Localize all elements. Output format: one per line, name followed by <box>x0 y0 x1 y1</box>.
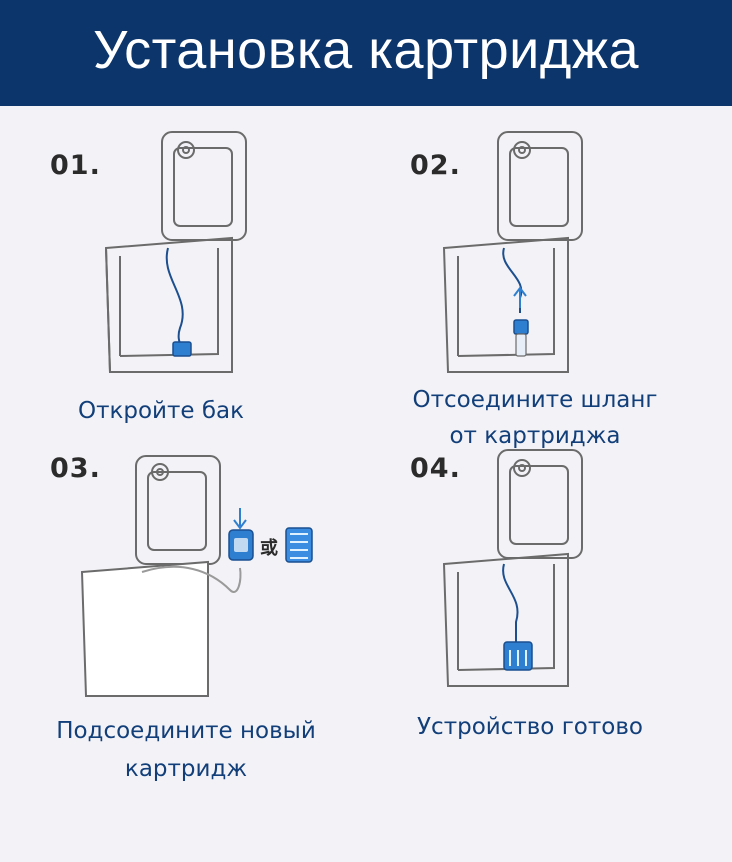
cartridge-tube <box>515 333 527 357</box>
open-lid <box>497 449 583 559</box>
step-1-illustration <box>104 131 247 373</box>
water-tank <box>442 552 569 687</box>
header-bar: Установка картриджа <box>0 0 732 106</box>
or-glyph: 或 <box>260 537 278 559</box>
hose <box>141 565 242 593</box>
step-2-caption: Отсоедините шланг от картриджа <box>412 387 658 449</box>
step-3-illustration: 或 <box>80 455 313 697</box>
insert-arrow <box>233 508 247 530</box>
step-4-illustration <box>442 449 583 687</box>
step-4-number: 04. <box>410 453 461 484</box>
open-lid <box>161 131 247 241</box>
step-2-number: 02. <box>410 150 461 181</box>
step-1-number: 01. <box>50 150 101 181</box>
step-2-illustration <box>442 131 583 373</box>
filter-cartridge <box>285 527 313 563</box>
hose <box>502 247 523 313</box>
water-tank <box>442 236 569 373</box>
hose <box>165 247 184 351</box>
step-4-caption: Устройство готово <box>417 714 643 740</box>
cartridge <box>172 341 192 357</box>
cartridge <box>513 319 529 335</box>
open-lid <box>135 455 221 565</box>
water-tank <box>80 560 209 697</box>
step-3-number: 03. <box>50 453 101 484</box>
hose-arrow <box>513 286 527 308</box>
step-1-caption: Откройте бак <box>77 398 245 424</box>
step-3-caption: Подсоедините новый картридж <box>56 718 316 782</box>
water-tank <box>104 236 233 373</box>
page-title: Установка картриджа <box>92 20 640 80</box>
open-lid <box>497 131 583 241</box>
hose <box>502 563 519 642</box>
